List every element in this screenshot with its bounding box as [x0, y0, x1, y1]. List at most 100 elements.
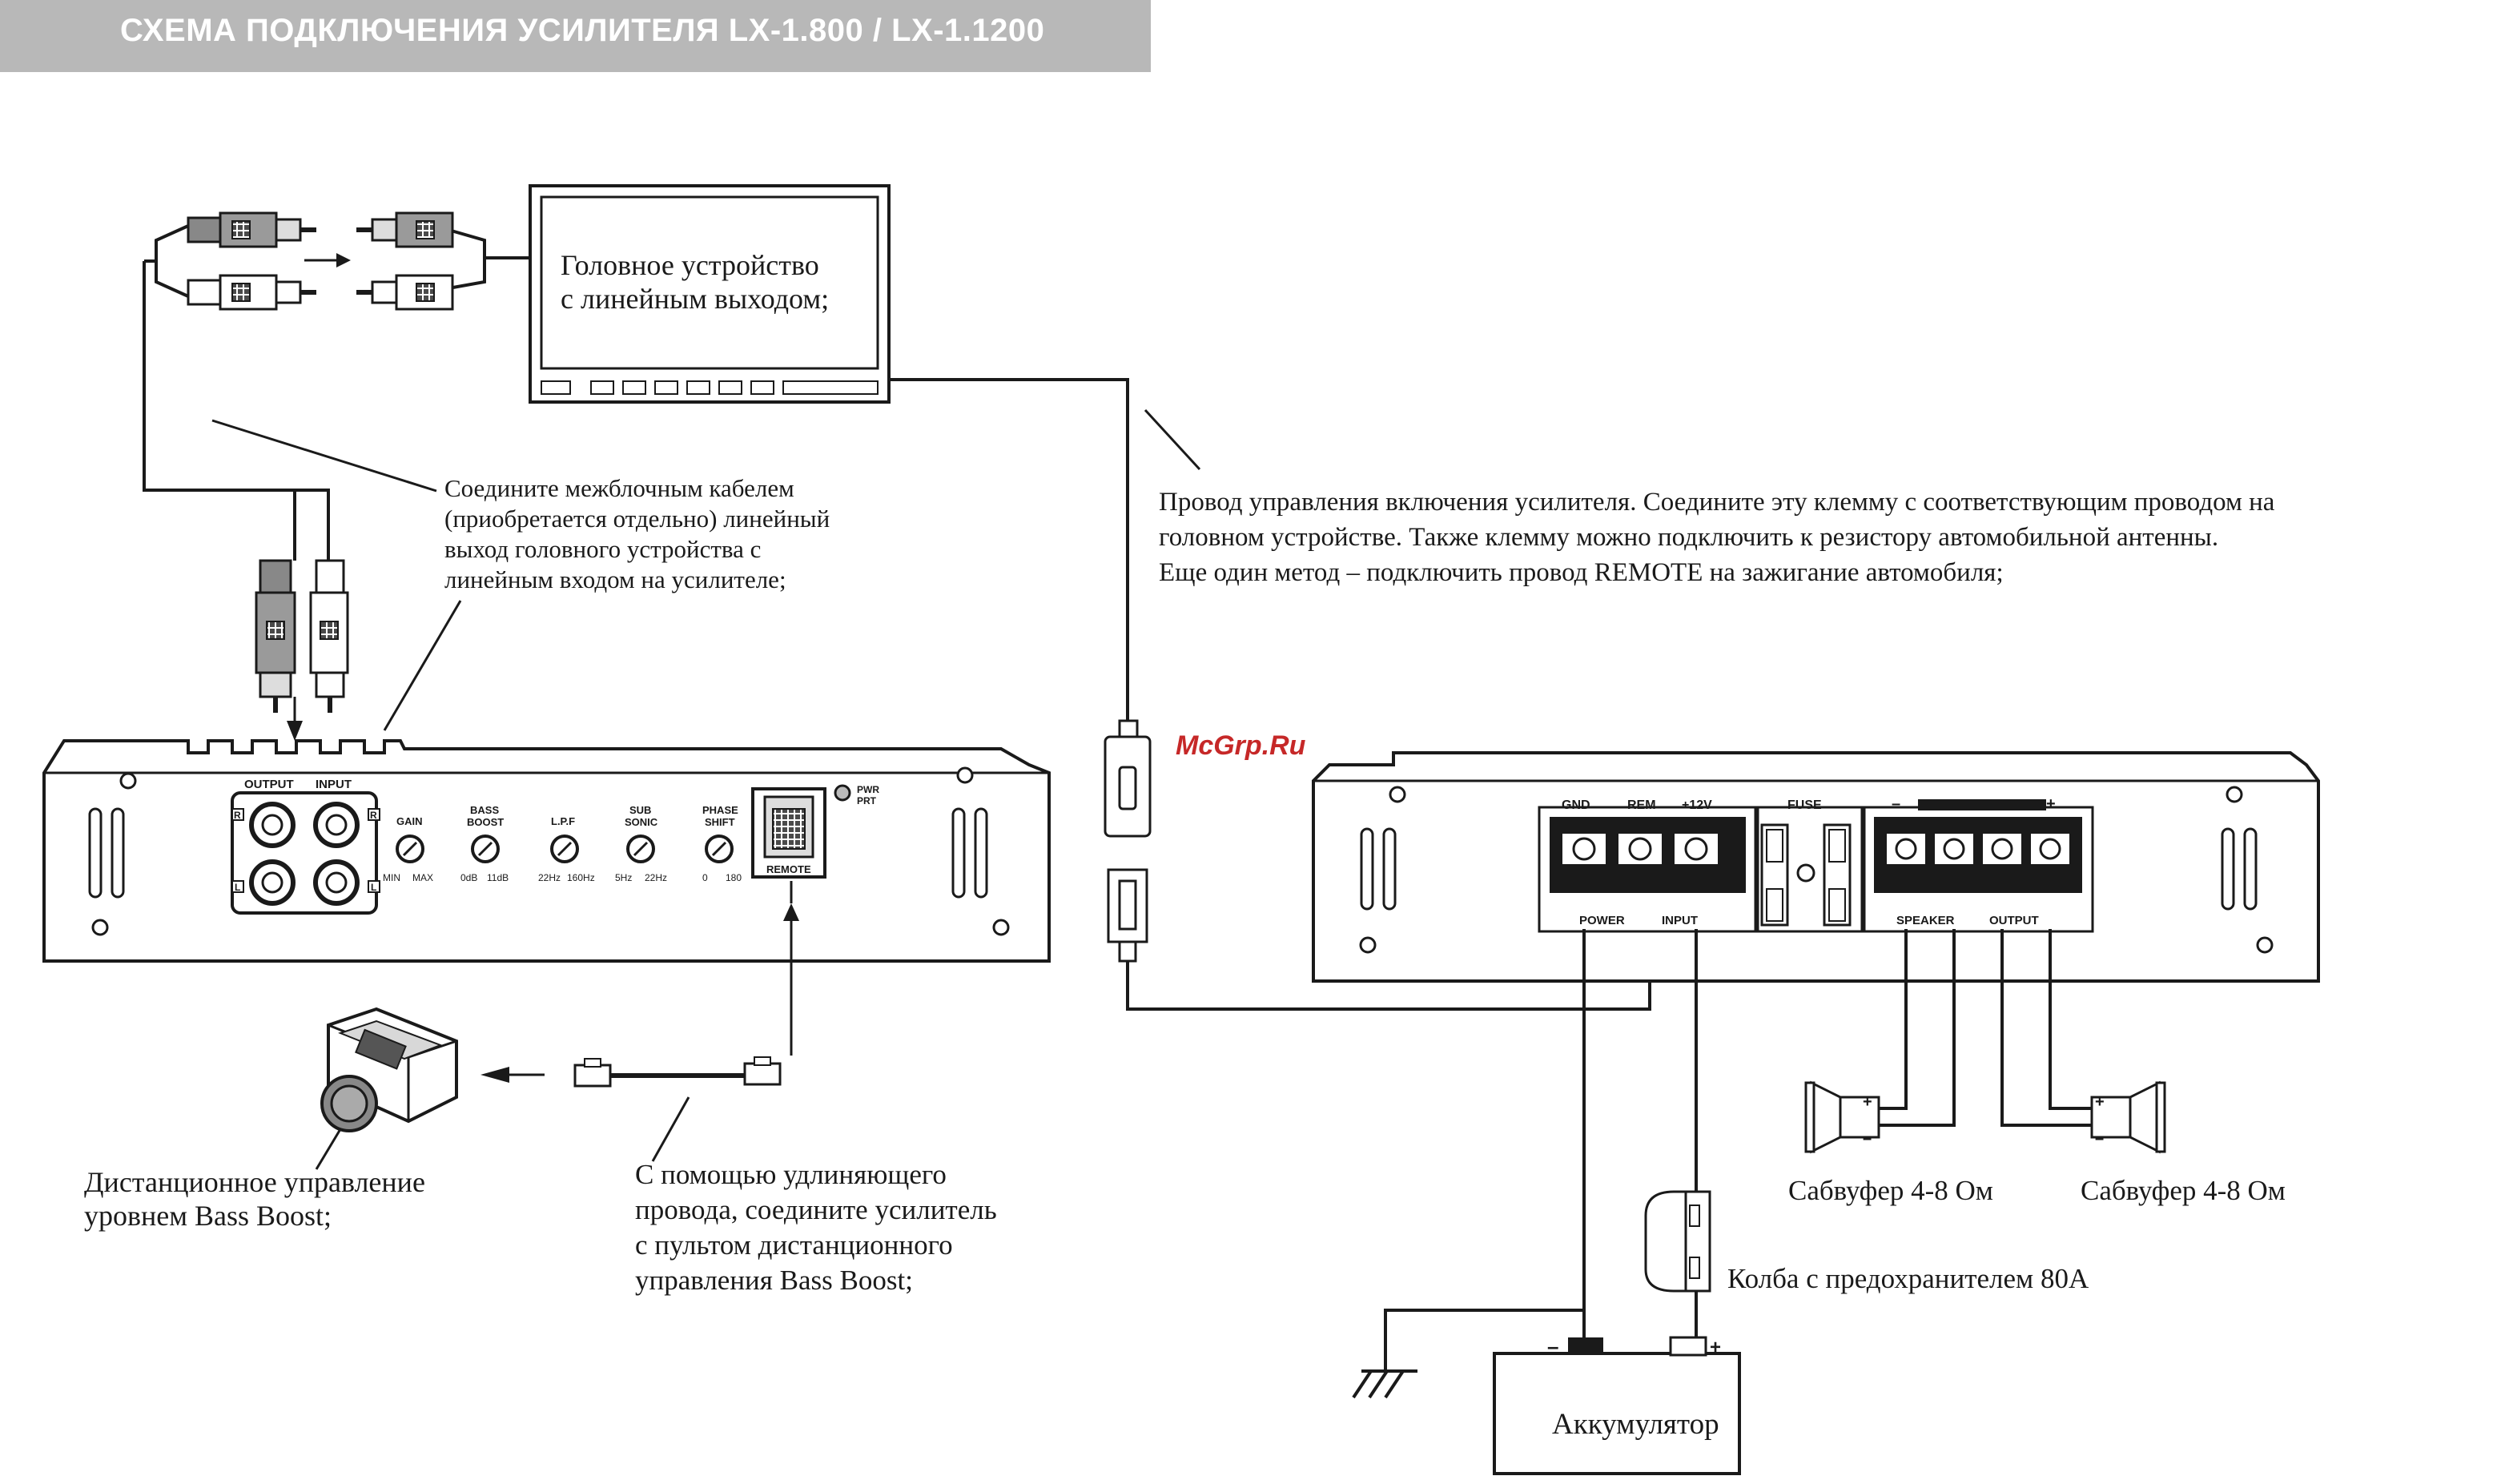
subsonic-label: SUB	[629, 804, 651, 816]
extension-note-line: с пультом дистанционного	[635, 1229, 953, 1261]
rca-plug-group-right	[356, 211, 454, 311]
rem-label: REM	[1627, 798, 1656, 812]
head-unit: Головное устройство с линейным выходом;	[529, 184, 891, 404]
rca-cables	[143, 224, 529, 561]
lpf-min: 22Hz	[538, 872, 561, 883]
head-unit-label-1: Головное устройство	[561, 249, 819, 281]
battery-label: Аккумулятор	[1552, 1408, 1719, 1441]
sub-right-minus: –	[2095, 1130, 2104, 1148]
bass-boost-label: BOOST	[467, 816, 504, 828]
extension-note-line: провода, соедините усилитель	[635, 1194, 997, 1225]
header-bar: СХЕМА ПОДКЛЮЧЕНИЯ УСИЛИТЕЛЯ LX-1.800 / L…	[0, 0, 1151, 72]
phase-min: 0	[702, 872, 708, 883]
screw-terminal-icon[interactable]	[1684, 837, 1708, 861]
screw-terminal-icon[interactable]	[1628, 837, 1652, 861]
r-label: R	[234, 810, 241, 821]
fuse-screw-icon	[1796, 863, 1815, 883]
sub-left-minus: –	[1863, 1130, 1872, 1148]
fuse-holder-label: Колба с предохранителем 80А	[1727, 1263, 2089, 1294]
phase-max: 180	[726, 872, 742, 883]
arrow-right-icon	[304, 253, 351, 267]
gain-max: MAX	[412, 872, 433, 883]
speaker-terminal-icon[interactable]	[1943, 838, 1965, 860]
battery: – + Аккумулятор	[1493, 1334, 1741, 1475]
bass-boost-label: BASS	[470, 804, 499, 816]
input-label-rear: INPUT	[1662, 914, 1698, 927]
speaker-terminal-icon[interactable]	[2039, 838, 2061, 860]
gain-min: MIN	[383, 872, 400, 883]
fuse-label: FUSE	[1787, 798, 1822, 812]
arrow-left-icon	[480, 1067, 545, 1083]
pwr-label: PWR	[857, 784, 879, 795]
remote-note-line: Еще один метод – подключить провод REMOT…	[1159, 558, 2004, 587]
lpf-label: L.P.F	[551, 815, 575, 827]
bass-remote-note-line: Дистанционное управление	[84, 1166, 425, 1198]
arrow-down-icon	[287, 697, 303, 741]
l-label: L	[371, 882, 376, 893]
bass-boost-min: 0dB	[460, 872, 477, 883]
extension-note: С помощью удлиняющего провода, соедините…	[635, 1159, 997, 1296]
subwoofer-right: + – Сабвуфер 4-8 Ом	[2081, 1080, 2286, 1206]
sub-left-plus: +	[1863, 1093, 1872, 1111]
power-wiring	[1352, 929, 1698, 1399]
output-label: OUTPUT	[244, 778, 294, 791]
power-label: POWER	[1579, 914, 1625, 927]
speaker-label: SPEAKER	[1896, 914, 1955, 927]
prt-label: PRT	[857, 795, 877, 806]
subsonic-min: 5Hz	[615, 872, 632, 883]
subsonic-max: 22Hz	[645, 872, 667, 883]
power-led-icon	[834, 784, 851, 802]
remote-note-line: головном устройстве. Также клемму можно …	[1159, 523, 2218, 552]
bass-remote-note: Дистанционное управление уровнем Bass Bo…	[84, 1166, 425, 1232]
input-label: INPUT	[316, 778, 352, 791]
subsonic-knob[interactable]: SUB SONIC 5Hz 22Hz	[615, 804, 667, 883]
spade-connector-bottom	[1107, 868, 1148, 963]
leader-line-interconnect	[211, 419, 437, 493]
lpf-knob[interactable]: L.P.F 22Hz 160Hz	[538, 815, 595, 883]
leader-line-remote-note	[1144, 408, 1201, 471]
subwoofer-left: + – Сабвуфер 4-8 Ом	[1788, 1080, 1993, 1206]
screw-terminal-icon[interactable]	[1572, 837, 1596, 861]
remote-wire-note: Провод управления включения усилителя. С…	[1159, 488, 2275, 587]
bass-remote-note-line: уровнем Bass Boost;	[84, 1200, 332, 1232]
sub-right-plus: +	[2095, 1093, 2105, 1111]
subwoofer-left-label: Сабвуфер 4-8 Ом	[1788, 1175, 1993, 1206]
battery-minus-label: –	[1547, 1334, 1558, 1358]
interconnect-note: Соедините межблочным кабелем (приобретае…	[444, 474, 830, 593]
plus12v-label: +12V	[1682, 798, 1712, 812]
interconnect-note-line: (приобретается отдельно) линейный	[444, 505, 830, 533]
speaker-plus-label: +	[2046, 795, 2056, 813]
phase-label: SHIFT	[705, 816, 735, 828]
rca-plugs-amp	[255, 559, 349, 713]
phase-shift-knob[interactable]: PHASE SHIFT 0 180	[702, 804, 742, 883]
extension-note-line: управления Bass Boost;	[635, 1265, 913, 1296]
subsonic-label: SONIC	[625, 816, 658, 828]
bass-boost-knob[interactable]: BASS BOOST 0dB 11dB	[460, 804, 509, 883]
amplifier-rear-panel: GND REM +12V POWER INPUT FUSE – +	[1312, 751, 2320, 983]
fuse-holder: Колба с предохранителем 80А	[1644, 1190, 2089, 1294]
spade-connector-top	[1104, 719, 1152, 838]
l-label: L	[235, 882, 240, 893]
lpf-max: 160Hz	[567, 872, 595, 883]
gain-knob[interactable]: GAIN MIN MAX	[383, 815, 433, 883]
remote-note-line: Провод управления включения усилителя. С…	[1159, 488, 2275, 517]
interconnect-note-line: линейным входом на усилителе;	[444, 565, 786, 593]
phase-label: PHASE	[702, 804, 738, 816]
bass-boost-max: 11dB	[487, 872, 509, 883]
extension-cable	[573, 881, 799, 1088]
leader-line-extension	[651, 1096, 690, 1162]
output-label-rear: OUTPUT	[1989, 914, 2039, 927]
interconnect-note-line: выход головного устройства с	[444, 535, 761, 563]
leader-line-input	[383, 600, 462, 731]
gain-label: GAIN	[396, 815, 423, 827]
extension-note-line: С помощью удлиняющего	[635, 1159, 947, 1190]
remote-jack[interactable]: REMOTE	[751, 787, 826, 879]
speaker-terminal-icon[interactable]	[1991, 838, 2013, 860]
interconnect-note-line: Соедините межблочным кабелем	[444, 474, 794, 502]
r-label: R	[370, 810, 377, 821]
speaker-minus-label: –	[1892, 795, 1900, 813]
amplifier-front-panel: OUTPUT INPUT R R L L GAIN MIN MAX BASS B…	[42, 739, 1051, 963]
head-unit-label-2: с линейным выходом;	[561, 283, 829, 315]
speaker-terminal-icon[interactable]	[1895, 838, 1917, 860]
